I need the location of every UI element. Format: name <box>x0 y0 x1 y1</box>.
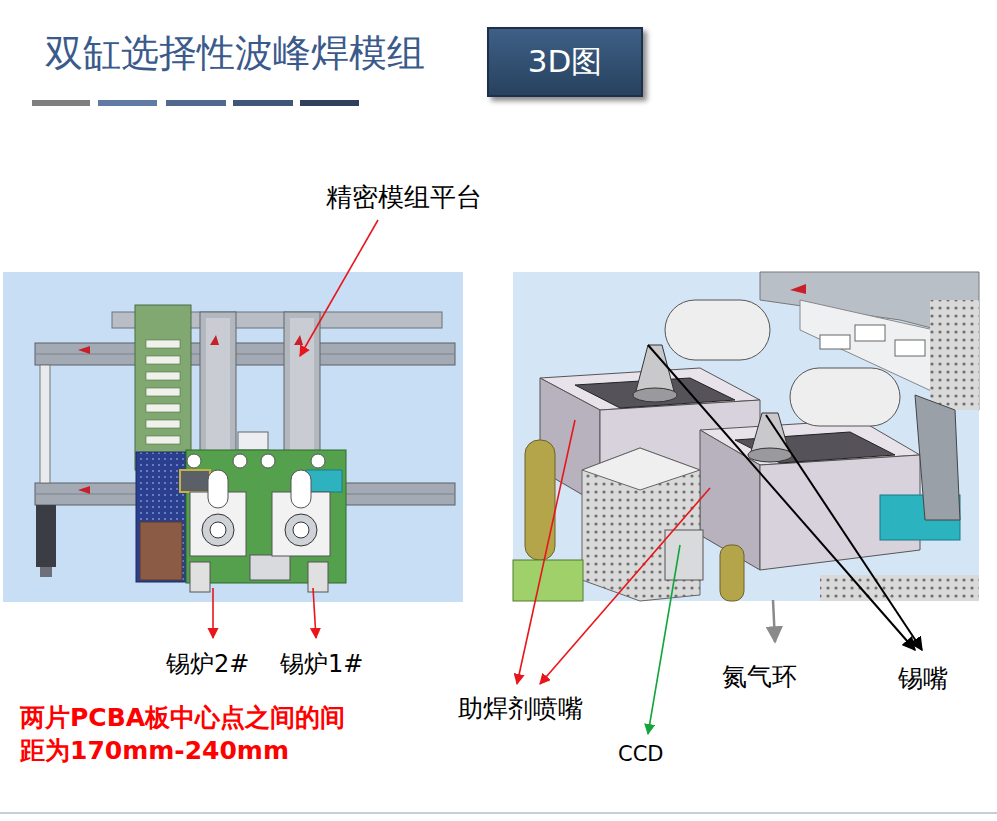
part-label: 锡嘴 <box>898 662 948 695</box>
part-label: CCD <box>618 742 664 766</box>
part-label: 锡炉1# <box>280 648 363 680</box>
tag-text: 3D图 <box>528 41 603 83</box>
part-label: 助焊剂喷嘴 <box>458 692 583 725</box>
part-label: 锡炉2# <box>166 648 249 680</box>
page-title: 双缸选择性波峰焊模组 <box>45 28 425 79</box>
part-label: 精密模组平台 <box>326 180 482 215</box>
dimension-note: 两片PCBA板中心点之间的间距为170mm-240mm <box>20 702 370 767</box>
section-tag: 3D图 <box>487 27 643 97</box>
part-label: 氮气环 <box>722 660 797 693</box>
